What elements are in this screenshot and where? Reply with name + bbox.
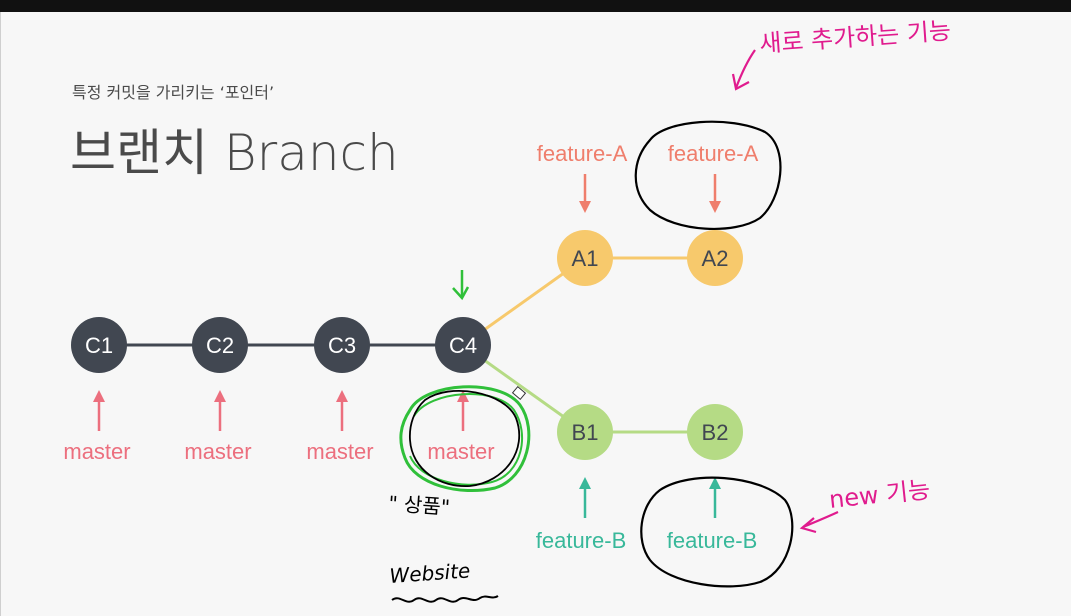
ink-arrow-down-c4: [452, 270, 470, 301]
pointer-feature-a1-label: feature-A: [537, 141, 628, 166]
pointer-feature-a2: [709, 174, 721, 213]
commit-c3-label: C3: [328, 333, 356, 358]
slide-canvas: [0, 12, 1071, 616]
window-top-bar: [0, 0, 1071, 12]
commit-b2: B2: [687, 404, 743, 460]
ink-circle-master-c4: [399, 385, 531, 492]
commit-a2: A2: [687, 230, 743, 286]
pointer-feature-b2-label: feature-B: [667, 528, 758, 553]
slide-subtitle: 특정 커밋을 가리키는 ‘포인터’: [72, 83, 275, 102]
ink-arrow-right-note: [799, 511, 839, 534]
ink-note-top: 새로 추가하는 기능: [758, 17, 951, 58]
pointer-master-c1: [93, 390, 105, 431]
pointer-master-c2-label: master: [184, 439, 251, 464]
ink-circle-master-c4-black: [409, 389, 521, 487]
slide-title: 브랜치 Branch: [70, 124, 399, 182]
ink-note-quote: " 상품": [388, 491, 451, 519]
ink-circle-feature-a2: [634, 120, 782, 231]
commit-a1: A1: [557, 230, 613, 286]
pointer-feature-b1: [579, 477, 591, 518]
cursor-icon: [511, 386, 527, 400]
pointer-feature-b1-label: feature-B: [536, 528, 627, 553]
ink-wavy-underline: [391, 595, 499, 603]
commit-c1: C1: [71, 317, 127, 373]
pointer-master-c3: [336, 390, 348, 431]
ink-arrow-top-note: [731, 49, 756, 91]
commit-a2-label: A2: [702, 246, 729, 271]
commit-c3: C3: [314, 317, 370, 373]
pointer-master-c1-label: master: [63, 439, 130, 464]
commit-b2-label: B2: [702, 420, 729, 445]
commit-a1-label: A1: [572, 246, 599, 271]
commit-c1-label: C1: [85, 333, 113, 358]
pointer-feature-a1: [579, 174, 591, 213]
commit-c2: C2: [192, 317, 248, 373]
pointer-master-c4-label: master: [427, 439, 494, 464]
commit-c2-label: C2: [206, 333, 234, 358]
pointer-feature-b2: [709, 477, 721, 518]
commit-b1-label: B1: [572, 420, 599, 445]
pointer-master-c2: [214, 390, 226, 431]
ink-note-right: new 기능: [828, 476, 932, 514]
commit-b1: B1: [557, 404, 613, 460]
ink-circle-feature-b2: [640, 476, 794, 588]
pointer-master-c3-label: master: [306, 439, 373, 464]
pointer-master-c4: [457, 390, 469, 431]
commit-c4-label: C4: [449, 333, 477, 358]
commit-c4: C4: [435, 317, 491, 373]
ink-note-bottom: Website: [389, 558, 471, 588]
pointer-feature-a2-label: feature-A: [668, 141, 759, 166]
